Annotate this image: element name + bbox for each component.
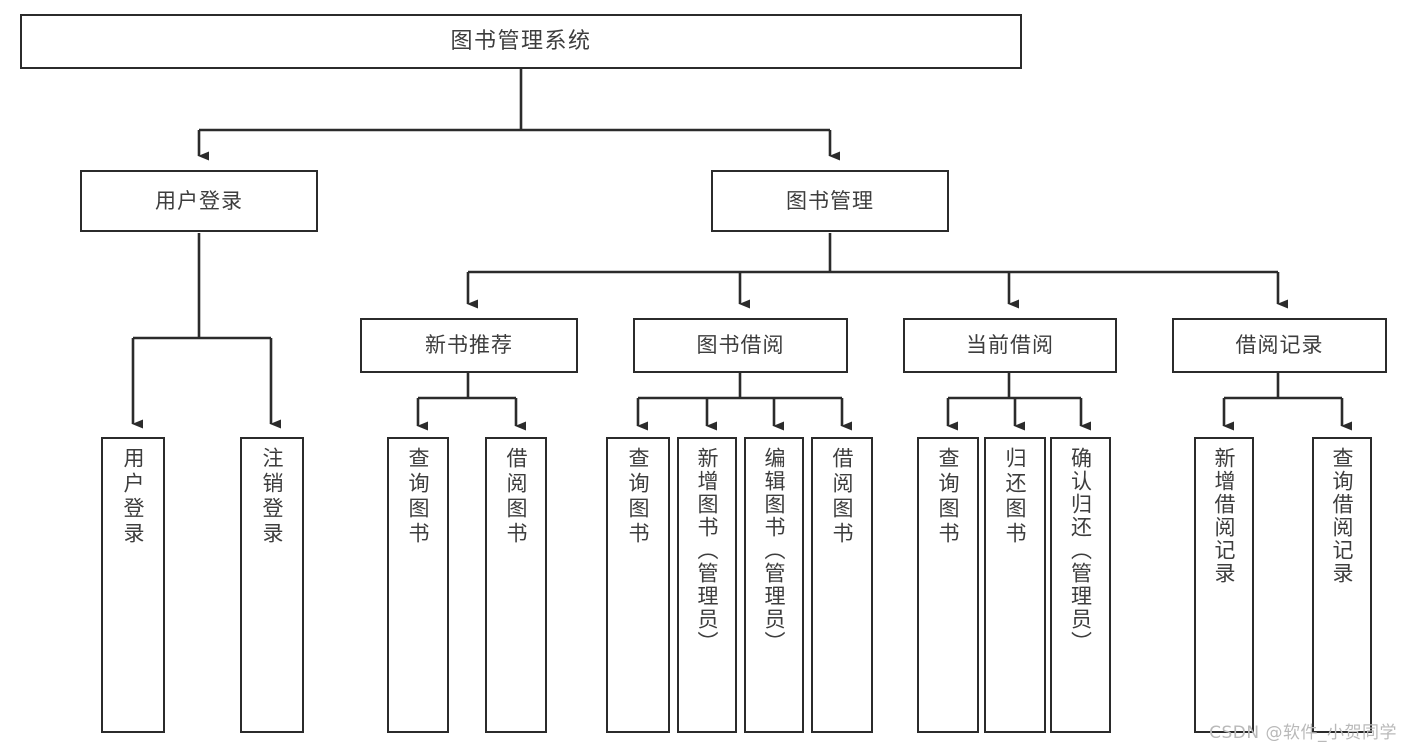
node-label: 图书管理系统 [450,28,592,54]
leaf-logout[interactable]: 注销登录 [240,437,304,733]
node-label: 查询图书 [936,447,961,547]
node-label: 图书借阅 [696,333,785,358]
node-label: 归还图书 [1003,447,1028,547]
leaf-query-books-new-recommend[interactable]: 查询图书 [387,437,449,733]
node-label: 编辑图书（管理员） [762,447,787,654]
node-new-book-recommendation[interactable]: 新书推荐 [360,318,578,373]
leaf-borrow-books-new-recommend[interactable]: 借阅图书 [485,437,547,733]
leaf-borrow-books[interactable]: 借阅图书 [811,437,873,733]
node-label: 用户登录 [155,188,243,213]
node-label: 借阅图书 [830,447,855,547]
leaf-query-books-borrow[interactable]: 查询图书 [606,437,670,733]
node-book-management[interactable]: 图书管理 [711,170,949,232]
node-label: 查询借阅记录 [1330,447,1355,585]
node-user-login[interactable]: 用户登录 [80,170,318,232]
node-label: 新书推荐 [425,333,513,358]
node-label: 确认归还（管理员） [1068,447,1093,654]
leaf-confirm-return-admin[interactable]: 确认归还（管理员） [1050,437,1111,733]
node-root-book-management-system[interactable]: 图书管理系统 [20,14,1022,69]
leaf-add-borrow-record[interactable]: 新增借阅记录 [1194,437,1254,733]
leaf-add-book-admin[interactable]: 新增图书（管理员） [677,437,737,733]
node-label: 注销登录 [260,447,285,547]
node-borrowing-records[interactable]: 借阅记录 [1172,318,1387,373]
node-label: 借阅记录 [1235,333,1324,358]
node-label: 借阅图书 [504,447,529,547]
node-label: 图书管理 [786,188,874,213]
node-book-borrowing[interactable]: 图书借阅 [633,318,848,373]
leaf-user-login[interactable]: 用户登录 [101,437,165,733]
node-label: 查询图书 [406,447,431,547]
leaf-return-books[interactable]: 归还图书 [984,437,1046,733]
node-label: 新增借阅记录 [1212,447,1237,585]
leaf-edit-book-admin[interactable]: 编辑图书（管理员） [744,437,804,733]
leaf-query-books-current[interactable]: 查询图书 [917,437,979,733]
node-current-borrowing[interactable]: 当前借阅 [903,318,1117,373]
watermark-text: CSDN @软件_小贺同学 [1209,723,1397,743]
node-label: 当前借阅 [966,333,1054,358]
node-label: 用户登录 [121,447,146,547]
node-label: 新增图书（管理员） [695,447,720,654]
node-label: 查询图书 [626,447,651,547]
leaf-query-borrow-record[interactable]: 查询借阅记录 [1312,437,1372,733]
